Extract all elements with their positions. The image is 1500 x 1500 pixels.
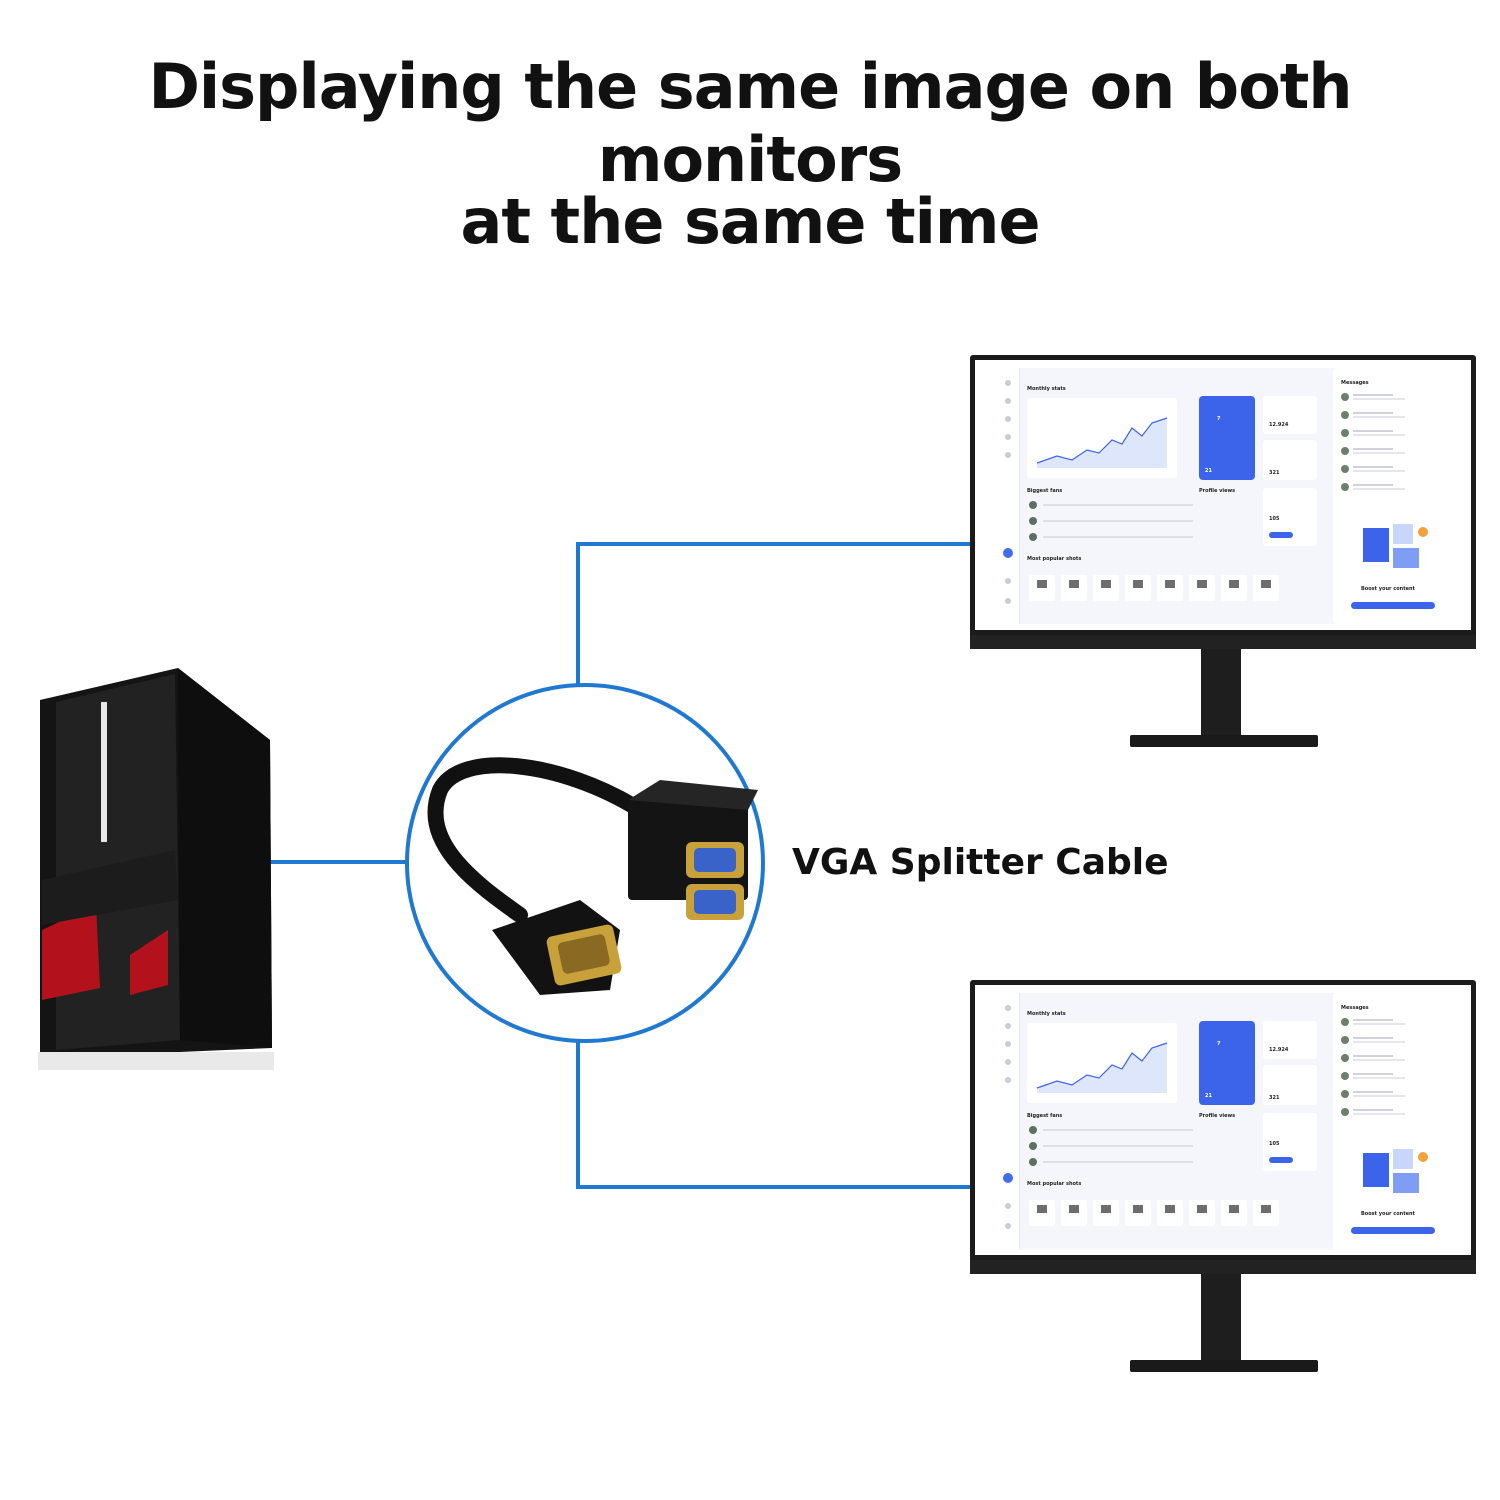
likes-value: 12.924 [1269, 422, 1289, 428]
shot-thumbnail[interactable] [1253, 575, 1279, 601]
shot-thumbnail[interactable] [1157, 575, 1183, 601]
stats-chart-card [1027, 1023, 1177, 1103]
views-button[interactable] [1269, 1157, 1293, 1163]
messages-panel: Messages Boost your content [1333, 368, 1453, 624]
message-item[interactable] [1341, 464, 1419, 474]
comments-value: 321 [1269, 470, 1280, 476]
likes-card: 12.924 [1263, 1021, 1317, 1059]
profile-views-title: Profile views [1199, 488, 1236, 494]
most-popular-shots-title: Most popular shots [1027, 1181, 1082, 1187]
messages-title: Messages [1341, 380, 1369, 386]
desktop-tower-icon [38, 668, 274, 1070]
highlight-number: 7 [1217, 1041, 1221, 1047]
message-item[interactable] [1341, 392, 1419, 402]
shot-thumbnail[interactable] [1125, 575, 1151, 601]
shot-thumbnail[interactable] [1061, 575, 1087, 601]
highlight-value: 21 [1205, 1093, 1212, 1099]
profile-views-title: Profile views [1199, 1113, 1236, 1119]
monitor-bottom: Monthly stats 7 21 12.924 321 Biggest fa… [970, 980, 1476, 1372]
views-card: 105 [1263, 488, 1317, 546]
dashboard-screenshot: Monthly stats 7 21 12.924 321 Biggest fa… [997, 368, 1453, 624]
shot-thumbnail[interactable] [1061, 1200, 1087, 1226]
dashboard-screenshot: Monthly stats 7 21 12.924 321 Biggest fa… [997, 993, 1453, 1249]
boost-title: Boost your content [1361, 586, 1415, 592]
comments-card: 321 [1263, 1065, 1317, 1105]
comments-value: 321 [1269, 1095, 1280, 1101]
shot-thumbnail[interactable] [1157, 1200, 1183, 1226]
illustration-icon [1363, 524, 1428, 568]
comments-card: 321 [1263, 440, 1317, 480]
biggest-fans-title: Biggest fans [1027, 1113, 1063, 1119]
boost-button[interactable] [1351, 602, 1435, 609]
dashboard-sidebar [997, 993, 1020, 1249]
message-item[interactable] [1341, 1071, 1419, 1081]
monitor-stand-neck [1201, 649, 1241, 741]
dashboard-sidebar [997, 368, 1020, 624]
highlight-value: 21 [1205, 468, 1212, 474]
message-item[interactable] [1341, 410, 1419, 420]
headline-line-2: at the same time [460, 185, 1041, 258]
monitor-stand-neck [1201, 1274, 1241, 1366]
splitter-to-top-monitor-line [576, 542, 972, 688]
message-item[interactable] [1341, 1089, 1419, 1099]
monitor-stand-foot [1130, 1360, 1318, 1372]
views-count: 105 [1269, 1141, 1280, 1147]
messages-title: Messages [1341, 1005, 1369, 1011]
messages-panel: Messages Boost your content [1333, 993, 1453, 1249]
connector-lines [268, 542, 972, 1189]
boost-button[interactable] [1351, 1227, 1435, 1234]
message-item[interactable] [1341, 482, 1419, 492]
views-button[interactable] [1269, 532, 1293, 538]
area-chart-icon [1036, 1042, 1168, 1093]
shot-thumbnail[interactable] [1253, 1200, 1279, 1226]
shot-thumbnail[interactable] [1221, 575, 1247, 601]
splitter-circle [405, 683, 765, 1043]
shot-thumbnail[interactable] [1093, 1200, 1119, 1226]
message-item[interactable] [1341, 1035, 1419, 1045]
headline-line-1: Displaying the same image on both monito… [148, 50, 1352, 196]
shot-thumbnail[interactable] [1221, 1200, 1247, 1226]
views-count: 105 [1269, 516, 1280, 522]
shot-thumbnail[interactable] [1029, 1200, 1055, 1226]
splitter-to-bottom-monitor-line [576, 1040, 972, 1189]
highlight-card: 7 21 [1199, 396, 1255, 480]
illustration-icon [1363, 1149, 1428, 1193]
message-item[interactable] [1341, 446, 1419, 456]
shot-thumbnail[interactable] [1189, 575, 1215, 601]
stats-chart-card [1027, 398, 1177, 478]
monthly-stats-title: Monthly stats [1027, 386, 1066, 392]
monitor-chin [970, 1260, 1476, 1274]
shot-thumbnail[interactable] [1029, 575, 1055, 601]
message-item[interactable] [1341, 1053, 1419, 1063]
monitor-screen: Monthly stats 7 21 12.924 321 Biggest fa… [975, 985, 1471, 1255]
likes-card: 12.924 [1263, 396, 1317, 434]
area-chart-icon [1036, 417, 1168, 468]
monitor-chin [970, 635, 1476, 649]
monitor-screen: Monthly stats 7 21 12.924 321 Biggest fa… [975, 360, 1471, 630]
monitor-top: Monthly stats 7 21 12.924 321 Biggest fa… [970, 355, 1476, 747]
highlight-card: 7 21 [1199, 1021, 1255, 1105]
monthly-stats-title: Monthly stats [1027, 1011, 1066, 1017]
views-card: 105 [1263, 1113, 1317, 1171]
message-item[interactable] [1341, 1107, 1419, 1117]
highlight-number: 7 [1217, 416, 1221, 422]
shot-thumbnail[interactable] [1125, 1200, 1151, 1226]
boost-title: Boost your content [1361, 1211, 1415, 1217]
most-popular-shots-title: Most popular shots [1027, 556, 1082, 562]
monitor-stand-foot [1130, 735, 1318, 747]
likes-value: 12.924 [1269, 1047, 1289, 1053]
biggest-fans-title: Biggest fans [1027, 488, 1063, 494]
message-item[interactable] [1341, 428, 1419, 438]
splitter-label: VGA Splitter Cable [792, 842, 1169, 883]
shot-thumbnail[interactable] [1093, 575, 1119, 601]
vga-splitter-cable-icon [427, 757, 758, 995]
message-item[interactable] [1341, 1017, 1419, 1027]
shot-thumbnail[interactable] [1189, 1200, 1215, 1226]
